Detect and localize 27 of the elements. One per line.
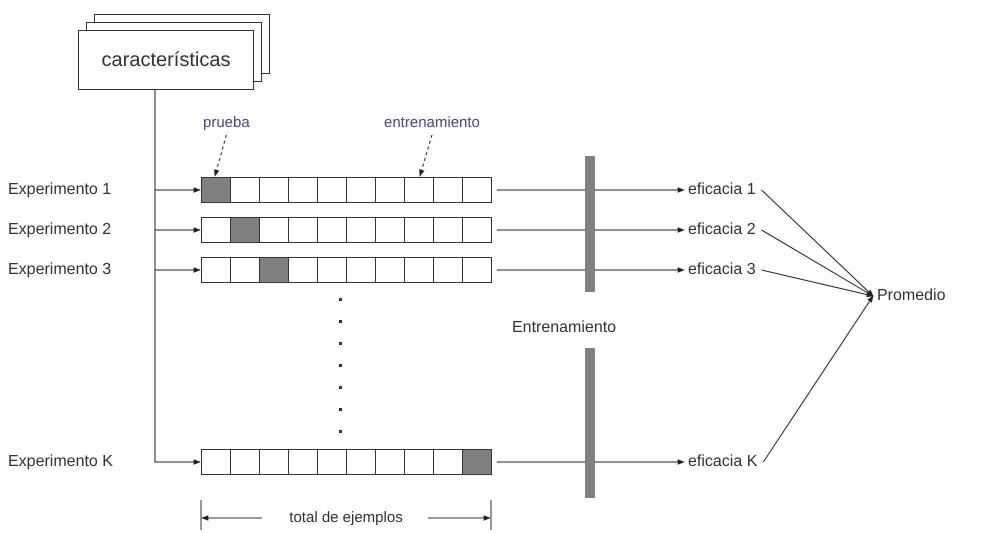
leader-line <box>214 134 227 177</box>
arrow <box>496 267 685 273</box>
arrow <box>762 295 874 462</box>
result-label: Promedio <box>877 286 946 306</box>
data-fold-bar <box>201 177 491 203</box>
result-label: eficacia K <box>688 452 758 472</box>
arrow <box>761 270 874 298</box>
result-label: eficacia 3 <box>688 260 756 280</box>
row-label: Experimento 3 <box>8 260 112 280</box>
arrow <box>496 459 685 465</box>
data-fold-bar <box>201 449 491 475</box>
arrow <box>496 187 685 193</box>
row-label: Experimento K <box>8 452 113 472</box>
arrow <box>496 227 685 233</box>
row-label: Experimento 1 <box>8 180 112 200</box>
result-label: eficacia 2 <box>688 220 756 240</box>
section-label: Entrenamiento <box>512 318 616 338</box>
data-fold-bar <box>201 257 491 283</box>
dimension-label: total de ejemplos <box>289 509 403 526</box>
callout-text: entrenamiento <box>384 113 480 133</box>
data-fold-bar <box>201 217 491 243</box>
result-label: eficacia 1 <box>688 180 756 200</box>
row-label: Experimento 2 <box>8 220 112 240</box>
arrow <box>761 230 874 296</box>
leader-line <box>419 134 432 177</box>
callout-text: prueba <box>203 113 250 133</box>
arrow <box>761 190 874 296</box>
